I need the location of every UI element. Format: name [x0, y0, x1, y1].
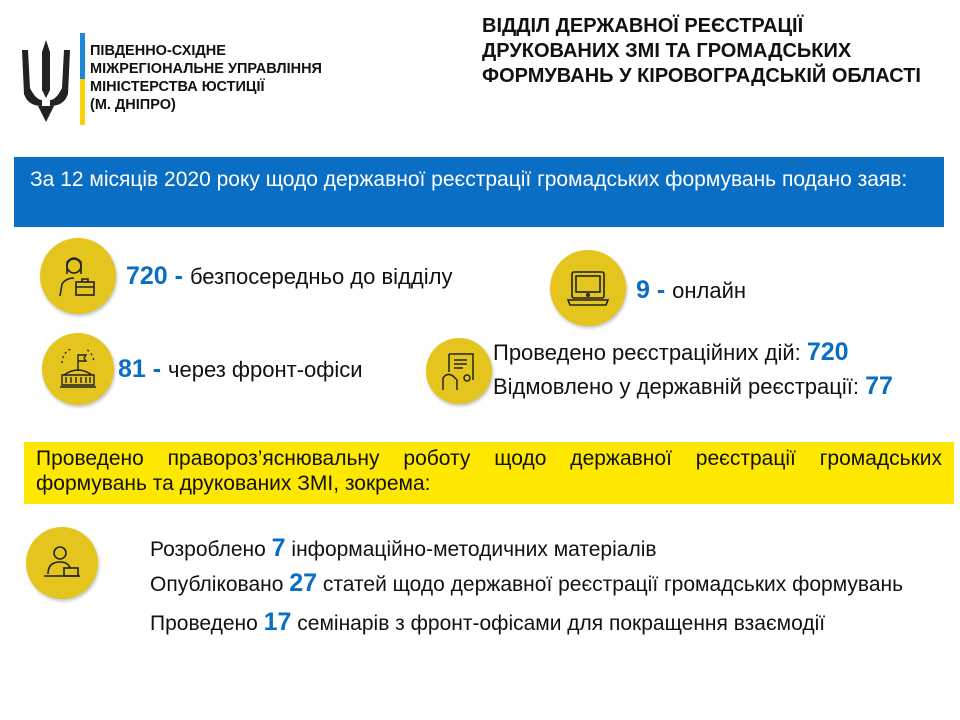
stat-value: 720 [126, 262, 168, 290]
page-title: ВІДДІЛ ДЕРЖАВНОЇ РЕЄСТРАЦІЇ ДРУКОВАНИХ З… [482, 15, 921, 87]
work-value: 27 [289, 569, 318, 597]
businesswoman-icon [40, 238, 116, 314]
work-item: Розроблено 7 інформаційно-методичних мат… [102, 533, 940, 565]
logo-text: ПІВДЕННО-СХІДНЕ МІЖРЕГІОНАЛЬНЕ УПРАВЛІНН… [90, 42, 322, 114]
stat-value: 720 [806, 338, 849, 366]
work-value: 7 [271, 534, 286, 562]
stat-label: безпосередньо до відділу [189, 264, 453, 289]
stat-label: Відмовлено у державній реєстрації: [493, 374, 866, 399]
stat-registration-actions: Проведено реєстраційних дій: 720 [493, 338, 849, 367]
stat-value: 9 [636, 276, 650, 304]
stat-front-office: 81 - через фронт-офіси [118, 355, 363, 384]
work-value: 17 [263, 608, 292, 636]
logo-line: ПІВДЕННО-СХІДНЕ [90, 43, 226, 59]
work-text: семінарів з фронт-офісами для покращення… [291, 612, 826, 635]
stat-online: 9 - онлайн [636, 276, 746, 305]
work-banner: Проведено правороз’яснювальну роботу щод… [24, 442, 954, 504]
work-text: Проведено [150, 612, 264, 635]
work-text: Розроблено [150, 538, 272, 561]
work-item: Проведено 17 семінарів з фронт-офісами д… [102, 607, 940, 639]
work-text: інформаційно-методичних матеріалів [285, 538, 657, 561]
work-text: статей щодо державної реєстрації громадс… [317, 573, 904, 596]
stat-label: через фронт-офіси [168, 357, 363, 382]
laptop-icon [550, 250, 626, 326]
flag-yellow-bar [80, 79, 85, 125]
logo-line: (М. ДНІПРО) [90, 97, 176, 113]
stat-value: 81 [118, 355, 146, 383]
person-at-desk-icon [26, 527, 98, 599]
logo-line: МІНІСТЕРСТВА ЮСТИЦІЇ [90, 79, 265, 95]
stat-dash: - [167, 262, 190, 290]
flag-blue-bar [80, 33, 85, 79]
intro-banner: За 12 місяців 2020 року щодо державної р… [14, 157, 944, 227]
stat-label: онлайн [672, 278, 747, 303]
work-item: Опубліковано 27 статей щодо державної ре… [102, 568, 940, 600]
government-building-icon [42, 333, 114, 405]
stat-dash: - [145, 355, 169, 383]
logo-line: МІЖРЕГІОНАЛЬНЕ УПРАВЛІННЯ [90, 61, 322, 77]
work-list: Розроблено 7 інформаційно-методичних мат… [102, 533, 940, 639]
stat-label: Проведено реєстраційних дій: [493, 340, 807, 365]
stat-dash: - [649, 276, 673, 304]
stat-value: 77 [865, 372, 893, 400]
certificate-icon [426, 338, 492, 404]
work-text: Опубліковано [150, 573, 290, 596]
stat-refused: Відмовлено у державній реєстрації: 77 [493, 372, 893, 401]
trident-icon [22, 40, 70, 122]
stat-direct: 720 - безпосередньо до відділу [126, 262, 452, 291]
